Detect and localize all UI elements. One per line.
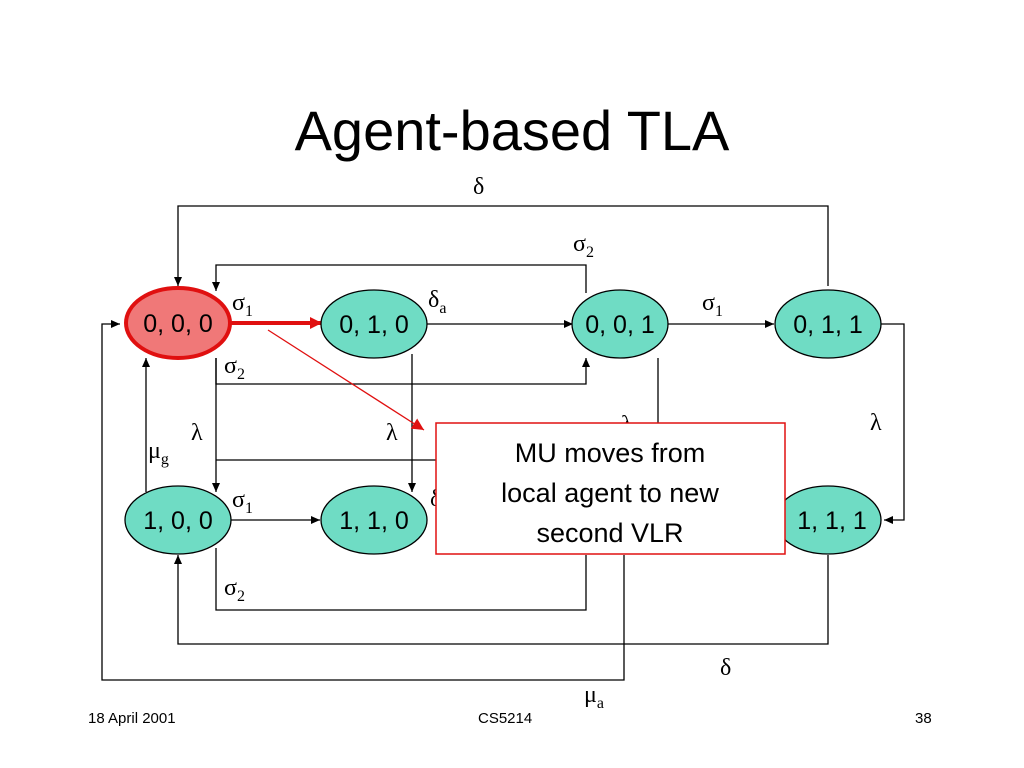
callout-line-1: MU moves from: [515, 438, 706, 468]
delta-bottom-label: δ: [720, 655, 731, 681]
state-010: 0, 1, 0: [320, 289, 428, 359]
sigma2-top-edge: [212, 264, 587, 293]
footer-course: CS5214: [478, 710, 533, 727]
callout-pointer-line: [267, 329, 425, 431]
sigma2-bottom-edge: [215, 548, 587, 611]
state-000-label: 0, 0, 0: [143, 310, 213, 338]
state-011-label: 0, 1, 1: [793, 311, 863, 339]
state-000: 0, 0, 0: [124, 286, 232, 360]
mu-a-label: μa: [584, 682, 604, 712]
sigma1-bottom-label: σ1: [232, 487, 253, 517]
callout-box: MU moves from local agent to new second …: [435, 422, 786, 555]
sigma1-top-label: σ1: [232, 290, 253, 320]
lambda-right-label: λ: [870, 410, 882, 436]
state-100: 1, 0, 0: [124, 485, 232, 555]
state-111: 1, 1, 1: [774, 485, 882, 555]
lambda-right-edge: [881, 323, 905, 524]
sigma2-000-001-edge: [215, 358, 590, 385]
callout-line-2: local agent to new: [501, 478, 719, 508]
delta-top-label: δ: [473, 174, 484, 200]
sigma2-mid-label: σ2: [224, 353, 245, 383]
state-010-label: 0, 1, 0: [339, 311, 409, 339]
delta-a-label: δa: [428, 287, 446, 317]
state-110-label: 1, 1, 0: [339, 507, 409, 535]
lambda-mid-label: λ: [386, 420, 398, 446]
slide-title: Agent-based TLA: [294, 99, 730, 162]
callout-line-3: second VLR: [536, 518, 683, 548]
footer-date: 18 April 2001: [88, 710, 176, 727]
mu-a-edge: [101, 320, 625, 681]
state-110: 1, 1, 0: [320, 485, 428, 555]
mu-g-label: μg: [148, 438, 169, 468]
footer-page-number: 38: [915, 710, 932, 727]
delta-top-edge: [174, 205, 829, 286]
state-011: 0, 1, 1: [774, 289, 882, 359]
sigma2-bottom-label: σ2: [224, 575, 245, 605]
delta-bottom-edge: [174, 555, 829, 645]
lambda-left-label: λ: [191, 420, 203, 446]
sigma2-top-label: σ2: [573, 231, 594, 261]
state-001: 0, 0, 1: [571, 289, 669, 359]
state-111-label: 1, 1, 1: [797, 507, 867, 535]
sigma1-right-label: σ1: [702, 290, 723, 320]
state-001-label: 0, 0, 1: [585, 311, 655, 339]
state-100-label: 1, 0, 0: [143, 507, 213, 535]
